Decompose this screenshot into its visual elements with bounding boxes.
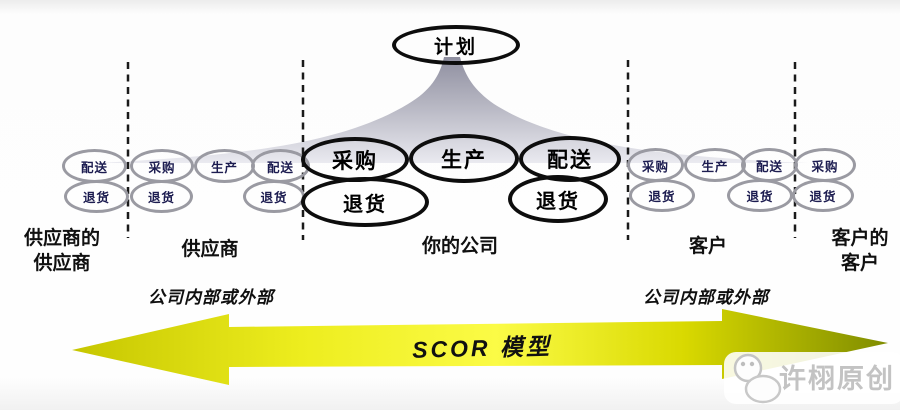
ellipse-left-return-2: 退货 — [130, 180, 193, 213]
ellipse-center-make: 生产 — [409, 134, 519, 183]
ellipse-center-return-1: 退货 — [301, 177, 429, 227]
ellipse-center-return-2: 退货 — [508, 175, 608, 223]
ellipse-right-deliver: 配送 — [741, 148, 798, 182]
ellipse-right-return-3: 退货 — [792, 179, 854, 212]
funnel-shape — [96, 57, 808, 163]
label-customer: 客户 — [688, 236, 727, 257]
scor-arrow-label: SCOR 模型 — [411, 333, 553, 363]
label-your-company: 你的公司 — [421, 236, 498, 257]
ellipse-left-source: 采购 — [130, 149, 194, 183]
ellipse-center-source: 采购 — [301, 137, 409, 182]
ellipse-left-deliver-1: 配送 — [62, 149, 127, 183]
label-supplier-of-supplier: 供应商的 供应商 — [23, 228, 100, 274]
label-supplier: 供应商 — [181, 239, 239, 260]
label-customer-of-customer: 客户的 客户 — [831, 228, 889, 274]
ellipse-left-return-1: 退货 — [64, 180, 129, 213]
label-internal-external-right: 公司内部或外部 — [643, 288, 769, 307]
label-internal-external-left: 公司内部或外部 — [148, 288, 274, 307]
ellipse-plan: 计划 — [392, 25, 520, 65]
ellipse-right-source-1: 采购 — [627, 148, 684, 182]
scor-arrow — [72, 309, 888, 385]
ellipse-right-make: 生产 — [684, 148, 746, 182]
ellipse-right-return-1: 退货 — [629, 179, 695, 212]
ellipse-right-return-2: 退货 — [727, 179, 793, 212]
ellipse-left-make: 生产 — [194, 149, 255, 183]
watermark-text: 许栩原创 — [779, 364, 895, 394]
ellipse-left-return-3: 退货 — [243, 180, 305, 213]
ellipse-right-source-2: 采购 — [794, 148, 856, 182]
